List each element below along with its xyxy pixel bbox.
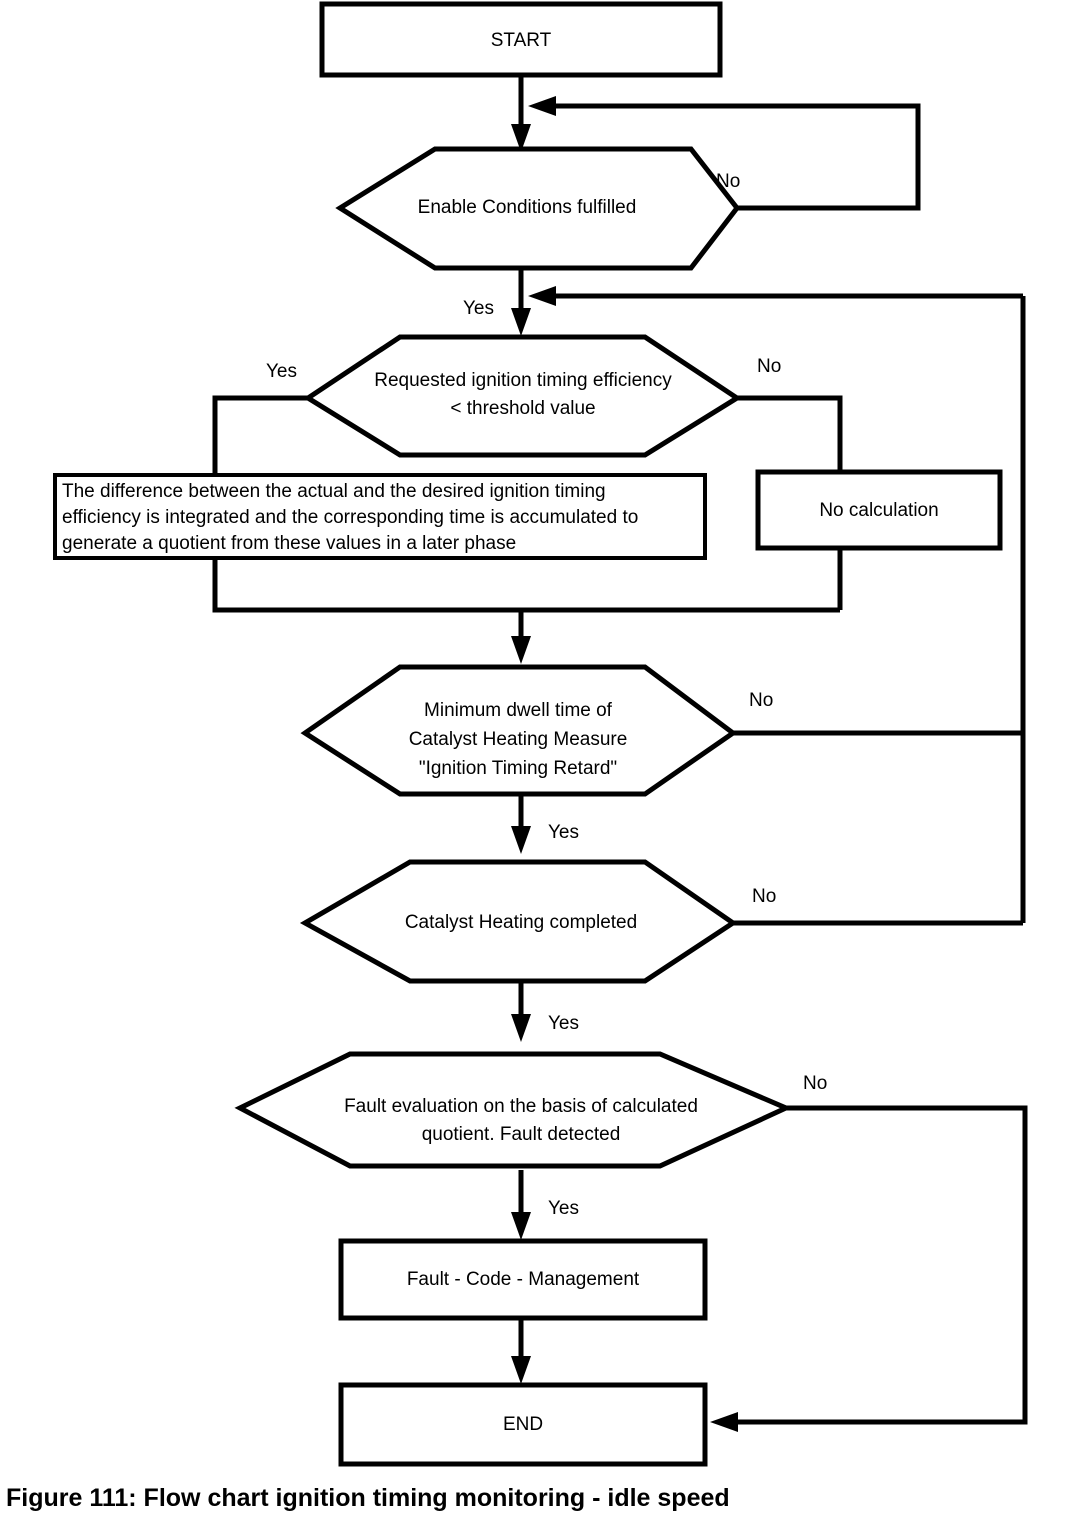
- edge-start-to-enable: [511, 75, 531, 152]
- edge-merge-to-dwell: [511, 610, 531, 664]
- edge-faulteval-no-to-end: [710, 1105, 1028, 1432]
- node-end-label: END: [503, 1414, 543, 1435]
- node-start-label: START: [491, 30, 552, 51]
- edge-label-requested-no: No: [757, 356, 781, 377]
- node-integrate-line2: efficiency is integrated and the corresp…: [62, 507, 638, 528]
- node-no-calculation-label: No calculation: [819, 500, 938, 521]
- node-end[interactable]: END: [338, 1382, 708, 1467]
- node-integrate-line1: The difference between the actual and th…: [62, 481, 606, 502]
- edge-faultcode-to-end: [511, 1318, 531, 1384]
- node-dwell-line2: Catalyst Heating Measure: [409, 729, 628, 750]
- edge-label-faulteval-no: No: [803, 1073, 827, 1094]
- edge-label-enable-no: No: [716, 171, 740, 192]
- edge-label-catheat-yes: Yes: [548, 1013, 579, 1034]
- node-faultcode-label: Fault - Code - Management: [407, 1269, 640, 1290]
- node-dwell-line3: "Ignition Timing Retard": [419, 758, 617, 779]
- node-start[interactable]: START: [319, 1, 723, 78]
- node-faulteval-line1: Fault evaluation on the basis of calcula…: [344, 1096, 698, 1117]
- edge-requested-yes-to-integrate: [212, 395, 308, 475]
- node-catalyst-heating-completed[interactable]: Catalyst Heating completed: [299, 859, 738, 984]
- edge-label-catheat-no: No: [752, 886, 776, 907]
- node-integrate-description[interactable]: The difference between the actual and th…: [53, 473, 707, 560]
- figure-caption: Figure 111: Flow chart ignition timing m…: [6, 1484, 730, 1512]
- edge-faulteval-to-faultcode: [511, 1170, 531, 1240]
- edge-catheat-to-faulteval: [511, 981, 531, 1042]
- node-catheat-label: Catalyst Heating completed: [405, 912, 637, 933]
- edge-right-rail-to-requested: [528, 286, 1023, 306]
- edge-label-requested-yes: Yes: [266, 361, 297, 382]
- edge-label-enable-yes: Yes: [463, 298, 494, 319]
- node-fault-evaluation[interactable]: Fault evaluation on the basis of calcula…: [234, 1051, 793, 1169]
- node-minimum-dwell-time[interactable]: Minimum dwell time of Catalyst Heating M…: [300, 664, 738, 797]
- node-no-calculation[interactable]: No calculation: [755, 469, 1003, 551]
- edge-integrate-to-merge: [212, 558, 840, 613]
- node-requested-ignition-timing[interactable]: Requested ignition timing efficiency < t…: [303, 334, 742, 458]
- edge-enable-to-requested: [511, 270, 531, 336]
- edge-enable-no-loop: [528, 96, 921, 211]
- node-fault-code-management[interactable]: Fault - Code - Management: [338, 1238, 708, 1321]
- node-requested-line2: < threshold value: [450, 398, 595, 419]
- edge-label-dwell-yes: Yes: [548, 822, 579, 843]
- node-enable-conditions[interactable]: Enable Conditions fulfilled: [335, 146, 741, 271]
- node-enable-conditions-label: Enable Conditions fulfilled: [418, 197, 637, 218]
- node-requested-line1: Requested ignition timing efficiency: [374, 370, 672, 391]
- node-dwell-line1: Minimum dwell time of: [424, 700, 613, 721]
- edge-label-faulteval-yes: Yes: [548, 1198, 579, 1219]
- node-integrate-line3: generate a quotient from these values in…: [62, 533, 516, 554]
- edge-requested-no-to-nocalc: [737, 395, 843, 472]
- edge-label-dwell-no: No: [749, 690, 773, 711]
- node-faulteval-line2: quotient. Fault detected: [422, 1124, 621, 1145]
- edge-dwell-to-catheat: [511, 792, 531, 854]
